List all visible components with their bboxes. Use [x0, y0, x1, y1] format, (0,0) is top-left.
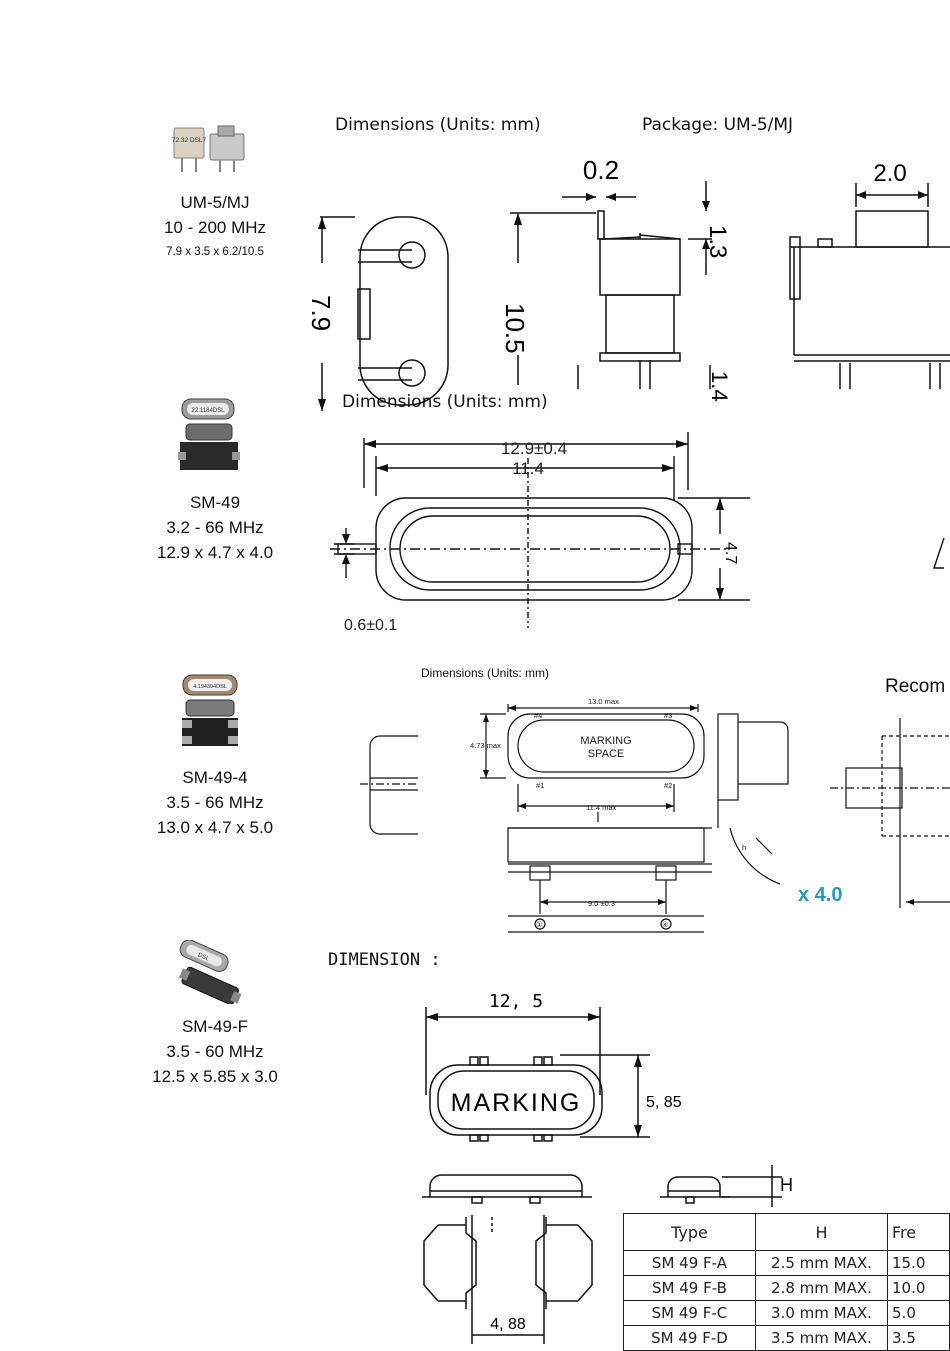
table-header-type: Type: [623, 1213, 756, 1251]
product-name: UM-5/MJ: [180, 193, 250, 212]
table-cell-freq: 15.0: [887, 1250, 950, 1276]
table-cell-h: 2.8 mm MAX.: [754, 1275, 889, 1301]
um5-dimension-drawing: 0.2 2.0 1.3 7.9 10.5 1.4: [306, 155, 950, 411]
um5-dim-0-2: 0.2: [583, 155, 619, 185]
table-cell-freq: 10.0: [887, 1275, 950, 1301]
product-size: 12.9 x 4.7 x 4.0: [156, 543, 274, 562]
product-freq: 3.5 - 60 MHz: [166, 1042, 264, 1061]
um5-dim-10-5: 10.5: [500, 303, 530, 354]
product-freq: 10 - 200 MHz: [163, 218, 267, 237]
sm49-photo: 22.1184DSL: [178, 398, 240, 470]
table-cell-type: SM 49 F-D: [623, 1325, 756, 1351]
sm494-circle-1: ①: [536, 920, 543, 929]
table-cell-freq: 3.5: [887, 1325, 950, 1351]
sm49-dimensions-header: Dimensions (Units: mm): [342, 392, 548, 412]
sm494-photo-label: 4.194304DSL: [193, 684, 227, 690]
sm49f-dimension-header: DIMENSION :: [328, 950, 441, 970]
product-size: 13.0 x 4.7 x 5.0: [156, 818, 274, 837]
product-name: SM-49-F: [181, 1017, 249, 1036]
um5-dimensions-header: Dimensions (Units: mm): [335, 115, 541, 135]
table-cell-h: 3.5 mm MAX.: [754, 1325, 889, 1351]
table-cell-type: SM 49 F-A: [623, 1250, 756, 1276]
um5-dim-2-0: 2.0: [873, 160, 906, 187]
sm494-dim-inner: 11.4 max: [586, 803, 617, 812]
um5-dim-7-9: 7.9: [306, 295, 336, 331]
product-sm49f: SM-49-F 3.5 - 60 MHz 12.5 x 5.85 x 3.0: [130, 1014, 300, 1089]
um5-dim-1-3: 1.3: [704, 225, 731, 258]
table-cell-type: SM 49 F-C: [623, 1300, 756, 1326]
sm494-dim-max-h: 4.73 max: [470, 741, 501, 750]
sm49f-spec-table: Type H Fre SM 49 F-A 2.5 mm MAX. 15.0 SM…: [623, 1213, 950, 1351]
product-size: 12.5 x 5.85 x 3.0: [152, 1067, 278, 1086]
sm49f-marking: MARKING: [451, 1089, 582, 1117]
sm494-dim-max-len: 13.0 max: [588, 697, 619, 706]
table-cell-h: 3.0 mm MAX.: [754, 1300, 889, 1326]
sm49f-dim-h: H: [780, 1175, 793, 1195]
product-size: 7.9 x 3.5 x 6.2/10.5: [166, 246, 264, 258]
product-name: SM-49-4: [182, 768, 248, 787]
sm494-pin-4: #4: [534, 711, 542, 720]
table-cell-type: SM 49 F-B: [623, 1275, 756, 1301]
sm49-dim-length: 12.9±0.4: [501, 439, 567, 458]
um5-photo-label: 72.32 DSL7: [172, 137, 207, 144]
product-name: SM-49: [189, 493, 241, 512]
sm494-dim-h: h: [742, 843, 746, 852]
sm494-scale-label: x 4.0: [798, 884, 843, 906]
um5-dim-1-4: 1.4: [707, 371, 732, 402]
table-row: SM 49 F-C 3.0 mm MAX. 5.0: [623, 1300, 950, 1326]
sm494-recommended-label: Recom: [885, 676, 946, 697]
table-row: SM 49 F-D 3.5 mm MAX. 3.5: [623, 1325, 950, 1351]
table-cell-freq: 5.0: [887, 1300, 950, 1326]
sm494-pin-1: #1: [536, 781, 544, 790]
sm49f-photo-label: DSL: [197, 952, 211, 962]
sm49-dim-pin: 0.6±0.1: [344, 617, 397, 634]
sm494-marking-2: SPACE: [588, 748, 624, 760]
sm49f-dim-height: 5, 85: [646, 1094, 682, 1111]
table-row: SM 49 F-A 2.5 mm MAX. 15.0: [623, 1250, 950, 1276]
sm494-circle-4: ④: [662, 920, 669, 929]
sm49-dim-inner: 11.4: [512, 459, 544, 478]
table-header-row: Type H Fre: [623, 1213, 950, 1251]
sm494-pin-3: #3: [664, 711, 672, 720]
um5-photo: 72.32 DSL7: [172, 125, 245, 172]
table-header-freq: Fre: [887, 1213, 950, 1251]
sm49f-dim-length: 12, 5: [489, 991, 543, 1012]
product-sm49: SM-49 3.2 - 66 MHz 12.9 x 4.7 x 4.0: [130, 490, 300, 565]
product-sm494: SM-49-4 3.5 - 66 MHz 13.0 x 4.7 x 5.0: [130, 765, 300, 840]
um5-package-header: Package: UM-5/MJ: [642, 115, 794, 135]
sm494-photo: 4.194304DSL: [182, 674, 238, 746]
sm49f-dim-pitch: 4, 88: [490, 1316, 526, 1333]
sm49f-photo: DSL: [178, 940, 242, 1004]
product-um5: UM-5/MJ 10 - 200 MHz 7.9 x 3.5 x 6.2/10.…: [130, 190, 300, 264]
sm49f-dimension-drawing: 12, 5 5, 85 MARKING H 4, 88: [422, 991, 793, 1344]
table-row: SM 49 F-B 2.8 mm MAX. 10.0: [623, 1275, 950, 1301]
product-freq: 3.2 - 66 MHz: [166, 518, 264, 537]
sm494-pin-2: #2: [664, 781, 672, 790]
table-header-h: H: [754, 1213, 889, 1251]
sm494-dimensions-header: Dimensions (Units: mm): [421, 666, 550, 680]
sm49-dimension-drawing: 12.9±0.4 11.4 4.7 0.6±0.1: [330, 432, 945, 634]
sm494-dimension-drawing: 13.0 max 4.73 max 11.4 max 9.0 ±0.3 h #4…: [360, 697, 950, 933]
sm49-dim-height: 4.7: [722, 542, 739, 564]
table-cell-h: 2.5 mm MAX.: [754, 1250, 889, 1276]
sm49-photo-label: 22.1184DSL: [192, 408, 226, 414]
sm494-dim-pitch: 9.0 ±0.3: [588, 899, 615, 908]
sm494-marking-1: MARKING: [580, 735, 631, 747]
product-freq: 3.5 - 66 MHz: [166, 793, 264, 812]
